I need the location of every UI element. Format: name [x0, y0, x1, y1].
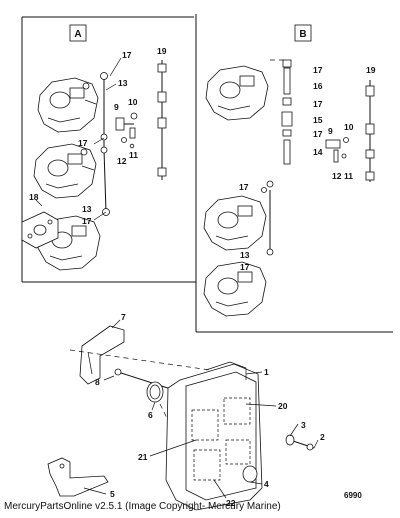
view-b-carburetors — [203, 59, 375, 317]
callout: 19 — [366, 65, 376, 75]
view-a-badge: A — [69, 24, 87, 42]
callout: 7 — [121, 312, 126, 322]
leaders-main — [83, 319, 319, 499]
callout: 5 — [110, 489, 115, 499]
callout: 2 — [320, 432, 325, 442]
linkage-19-b — [365, 80, 375, 182]
carburetor-a-middle — [33, 143, 97, 199]
callout: 8 — [95, 377, 100, 387]
callout: 17 — [239, 182, 249, 192]
carburetor-b-lower — [203, 261, 267, 317]
copyright-text: MercuryPartsOnline v2.5.1 (Image Copyrig… — [4, 501, 281, 512]
view-b-badge: B — [294, 24, 312, 42]
callout: 12 — [117, 156, 127, 166]
leaders-a — [35, 57, 122, 221]
fittings-b — [325, 137, 349, 163]
housing-1 — [165, 361, 263, 511]
callout: 17 — [122, 50, 132, 60]
callout: 16 — [313, 81, 323, 91]
callout: 21 — [138, 452, 148, 462]
callout: 14 — [313, 147, 323, 157]
bracket-7 — [79, 325, 125, 385]
callout: 1 — [264, 367, 269, 377]
view-b-label: B — [299, 29, 306, 40]
carburetor-b-upper — [205, 65, 269, 121]
linkage-rod-a — [100, 72, 110, 216]
gasket-18 — [21, 211, 59, 249]
carburetor-b-middle — [203, 195, 267, 251]
callout: 3 — [301, 420, 306, 430]
callout: 13 — [82, 204, 92, 214]
fittings-a — [121, 112, 138, 149]
view-a-carburetors — [21, 57, 167, 271]
callout: 10 — [344, 122, 354, 132]
carburetor-a-upper — [37, 77, 99, 133]
figure-number: 6990 — [344, 491, 362, 500]
alignment-line — [69, 349, 211, 371]
callout: 17 — [313, 129, 323, 139]
callout: 20 — [278, 401, 288, 411]
callout: 17 — [78, 138, 88, 148]
callout: 17 — [313, 65, 323, 75]
washer-3 — [285, 434, 295, 446]
callout: 11 — [129, 150, 138, 160]
ring-6 — [146, 381, 164, 403]
callout: 4 — [264, 479, 269, 489]
callout: 11 — [344, 171, 353, 181]
callout: 17 — [313, 99, 323, 109]
linkage-19-a — [157, 60, 167, 180]
linkage-stack-b — [270, 59, 293, 165]
callout: 6 — [148, 410, 153, 420]
callout: 13 — [118, 78, 128, 88]
bolt-8 — [114, 368, 175, 391]
callout: 13 — [240, 250, 250, 260]
callout: 9 — [328, 126, 333, 136]
callout: 15 — [313, 115, 323, 125]
callout: 17 — [240, 262, 250, 272]
callouts-view-b: 17 16 19 17 15 17 10 9 14 12 11 17 13 17 — [239, 65, 376, 272]
callout: 12 — [332, 171, 342, 181]
callouts-view-a: 17 13 19 9 10 17 11 12 18 13 17 — [29, 46, 167, 226]
main-assembly — [47, 319, 319, 511]
view-a-label: A — [74, 29, 81, 40]
callouts-main: 7 1 8 20 6 3 2 21 4 5 22 — [95, 312, 325, 508]
callout: 18 — [29, 192, 39, 202]
lever-9-a — [115, 117, 134, 131]
bracket-5 — [47, 457, 109, 497]
callout: 17 — [82, 216, 92, 226]
callout: 10 — [128, 97, 138, 107]
linkage-rod-b — [261, 180, 274, 256]
callout: 9 — [114, 102, 119, 112]
callout: 19 — [157, 46, 167, 56]
callout: 22 — [226, 498, 236, 508]
cap-4 — [242, 465, 258, 483]
